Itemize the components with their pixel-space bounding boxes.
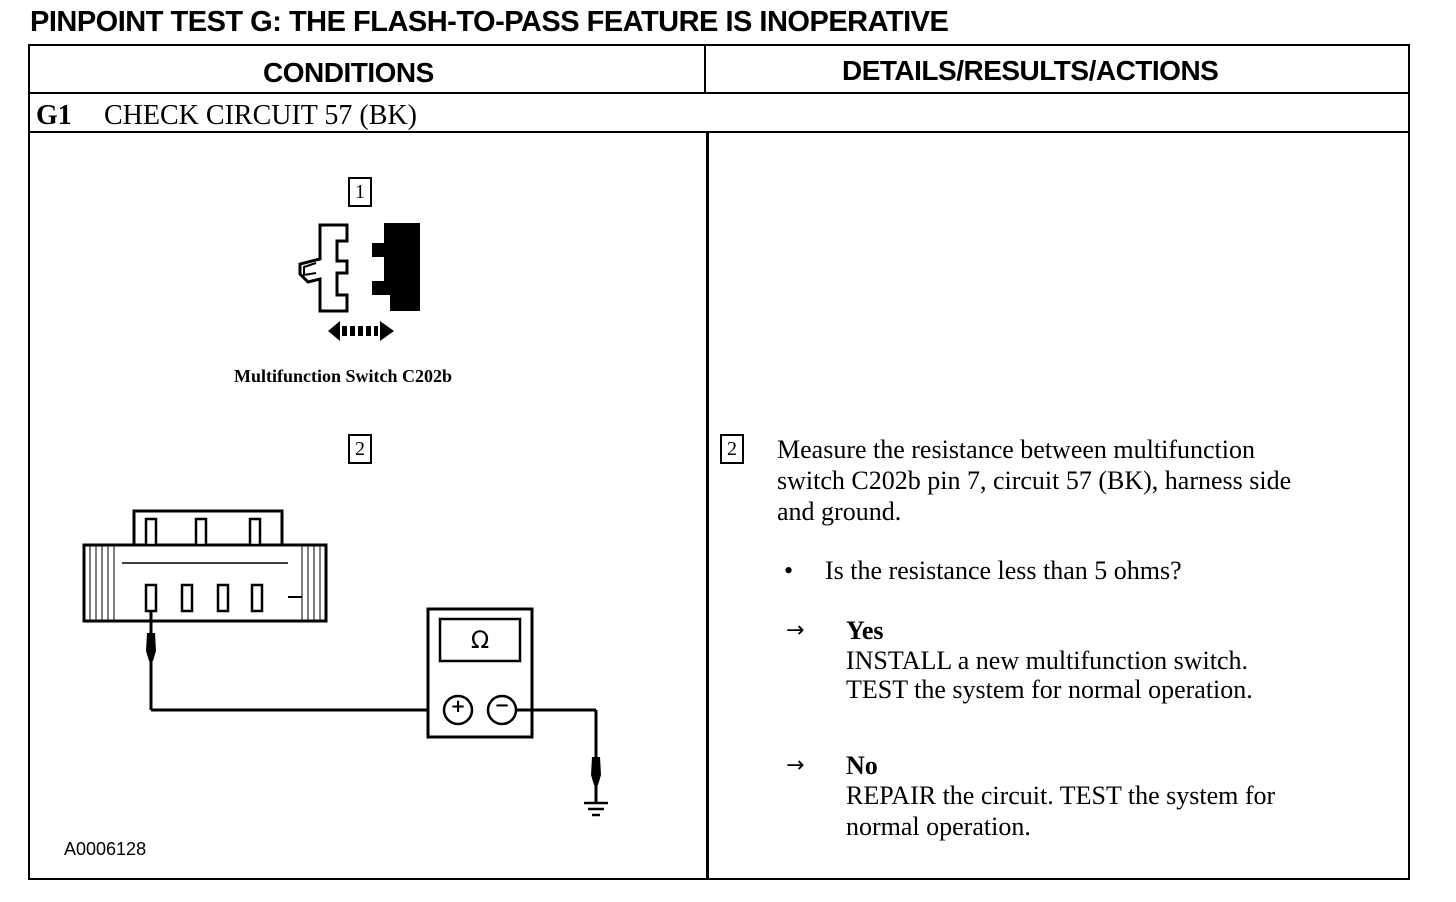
connector-disconnect-icon — [298, 223, 420, 341]
instruction-line-2: switch C202b pin 7, circuit 57 (BK), har… — [777, 466, 1292, 495]
step-2-number-details: 2 — [720, 434, 744, 464]
meter-minus-terminal: − — [494, 695, 510, 716]
step-id: G1 — [36, 100, 72, 131]
no-action-line-1: REPAIR the circuit. TEST the system for — [846, 781, 1276, 810]
step-title: CHECK CIRCUIT 57 (BK) — [104, 100, 417, 131]
question-text: Is the resistance less than 5 ohms? — [825, 556, 1182, 585]
step-divider — [28, 131, 1410, 133]
yes-action-line-2: TEST the system for normal operation. — [846, 675, 1253, 704]
body-column-divider — [706, 131, 709, 879]
question-bullet: • — [784, 556, 794, 585]
step-1-caption: Multifunction Switch C202b — [234, 366, 453, 386]
step-1-number: 1 — [348, 177, 372, 207]
instruction-line-1: Measure the resistance between multifunc… — [777, 435, 1255, 464]
yes-action-line-1: INSTALL a new multifunction switch. — [846, 646, 1249, 675]
instruction-line-3: and ground. — [777, 497, 902, 526]
figure-id: A0006128 — [64, 839, 147, 859]
yes-arrow: → — [786, 618, 805, 643]
page-title: PINPOINT TEST G: THE FLASH-TO-PASS FEATU… — [30, 6, 949, 38]
step-2-number-diagram: 2 — [348, 434, 372, 464]
meter-ohm-symbol: Ω — [470, 626, 490, 654]
header-column-divider — [704, 44, 706, 94]
resistance-test-diagram — [82, 509, 608, 817]
meter-plus-terminal: + — [450, 696, 466, 717]
header-divider — [28, 92, 1410, 94]
no-arrow: → — [786, 753, 805, 778]
no-label: No — [846, 751, 878, 780]
column-header-details: DETAILS/RESULTS/ACTIONS — [842, 55, 1219, 86]
yes-label: Yes — [846, 616, 884, 645]
column-header-conditions: CONDITIONS — [263, 57, 434, 88]
test-table — [28, 44, 1410, 880]
no-action-line-2: normal operation. — [846, 812, 1031, 841]
